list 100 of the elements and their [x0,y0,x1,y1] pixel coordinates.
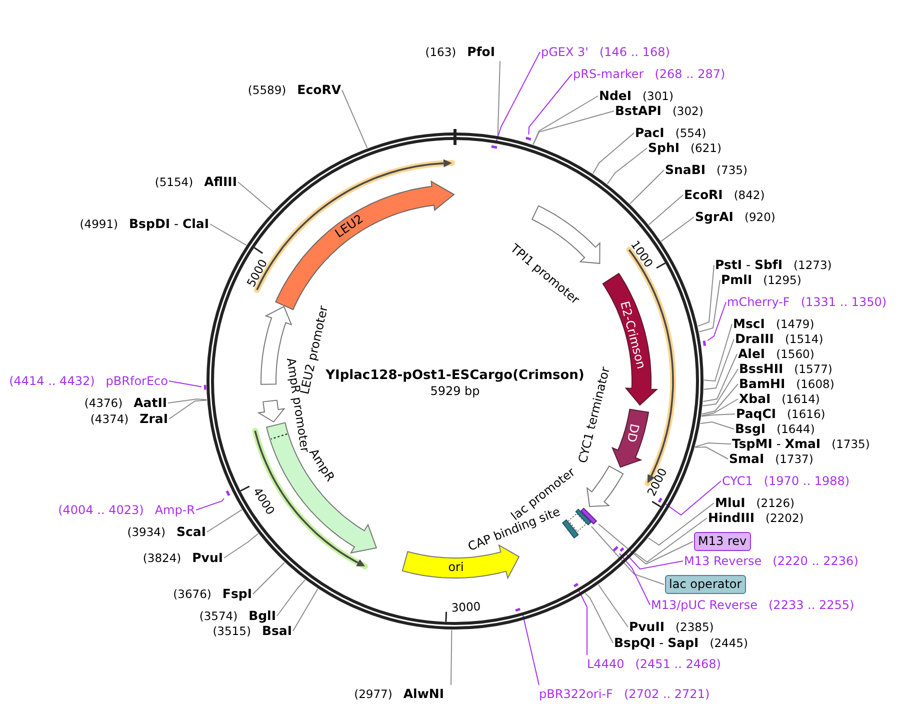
leader-line [497,60,500,136]
leader-line [252,562,285,594]
leader-line [701,414,736,417]
enzyme-name: PmlI [721,272,752,288]
enzyme-name: SmaI [729,451,764,467]
cut-position: (1479) [776,316,814,332]
leader-line [238,182,274,212]
leader-line [664,480,722,516]
primer-range: (1331 .. 1350) [800,294,887,310]
feature-label: DD [624,422,642,444]
leader-line [702,354,738,402]
primer-name: pBR322ori-F [539,686,613,702]
cut-position: (2202) [766,510,804,526]
primer-name: Amp-R [154,502,195,518]
enzyme-name: TspMI - XmaI [732,436,821,452]
leader-line [698,280,720,332]
leader-line [450,630,452,686]
plasmid-length: 5929 bp [430,384,480,398]
leader-line [648,194,684,226]
feature-label: ori [448,560,464,574]
cut-position: (3676) [173,586,212,602]
cut-position: (5154) [154,174,194,190]
primer-range: (268 .. 287) [654,66,726,82]
enzyme-name: ZraI [140,411,168,427]
enzyme-name: BstAPI [615,103,662,119]
enzyme-name: PaqCI [736,406,776,422]
primer-range: (1970 .. 1988) [764,473,850,489]
enzyme-name: XbaI [739,391,771,407]
primer-name: M13 Reverse [684,553,762,569]
leader-line [701,398,738,416]
cut-position: (1737) [775,451,814,467]
leader-line [598,524,694,565]
primer-name: pGEX 3' [541,44,588,60]
cut-position: (302) [672,103,704,119]
primer-name: M13/pUC Reverse [651,597,758,613]
primer-range: (2702 .. 2721) [624,686,710,702]
enzyme-name: ScaI [176,524,206,540]
enzyme-name: BspDI - ClaI [129,216,209,232]
leader-line [196,498,224,510]
leader-line [660,216,694,242]
enzyme-name: AleI [738,346,766,362]
leader-line [591,526,664,585]
enzyme-name: SphI [648,140,680,156]
leader-line [629,170,664,204]
cut-position: (1577) [794,361,832,377]
enzyme-name: DraIII [735,331,774,347]
feature-tag: lac operator [665,575,746,594]
enzyme-name: BsgI [735,421,766,437]
feature-tag: M13 rev [694,532,751,551]
leader-line [648,502,714,546]
cut-position: (842) [734,187,765,203]
cut-position: (2385) [676,619,714,635]
primer-name: CYC1 [722,473,753,489]
leader-line [522,612,540,686]
cut-position: (735) [716,162,748,178]
primer-range: (4414 .. 4432) [9,373,95,389]
cut-position: (2126) [756,495,795,511]
primer-range: (146 .. 168) [599,44,670,60]
enzyme-name: AlwNI [403,686,444,702]
cut-position: (554) [675,125,706,141]
cut-position: (4376) [84,395,123,411]
leader-line [168,380,202,388]
cut-position: (3515) [212,623,251,639]
enzyme-name: PvuI [192,550,223,566]
cut-position: (1514) [784,331,824,347]
leader-line [618,553,650,606]
cut-position: (301) [642,88,674,104]
leader-line [342,90,368,148]
enzyme-name: EcoRV [297,82,341,98]
leader-line [528,74,572,135]
leader-line [168,398,208,404]
leader-line [224,533,259,558]
leader-line [292,588,318,632]
enzyme-name: FspI [222,586,252,602]
leader-line [702,368,738,406]
leader-line [697,264,714,327]
enzyme-name: NdeI [599,88,632,104]
leader-line [206,509,242,532]
leader-line [606,148,648,184]
cut-position: (3824) [142,550,182,566]
cut-position: (3574) [199,608,238,624]
enzyme-name: PvuII [629,619,665,635]
leader-line [532,110,614,146]
primer-range: (2233 .. 2255) [768,597,854,613]
enzyme-name: PstI - SbfI [715,257,783,273]
cut-position: (1295) [763,272,802,288]
cut-position: (4991) [80,216,118,232]
enzyme-name: MluI [715,495,746,511]
cut-position: (1644) [776,421,815,437]
enzyme-name: AflIII [204,174,237,190]
enzyme-name: SnaBI [665,162,706,178]
leader-line [532,96,598,146]
tick-label: 3000 [451,599,482,614]
enzyme-name: PacI [635,125,664,141]
leader-line [694,446,728,460]
enzyme-name: EcoRI [684,187,723,203]
leader-line [707,302,726,342]
primer-name: pRS-marker [573,66,644,82]
leader-line [704,324,732,382]
leader-line [694,442,732,448]
